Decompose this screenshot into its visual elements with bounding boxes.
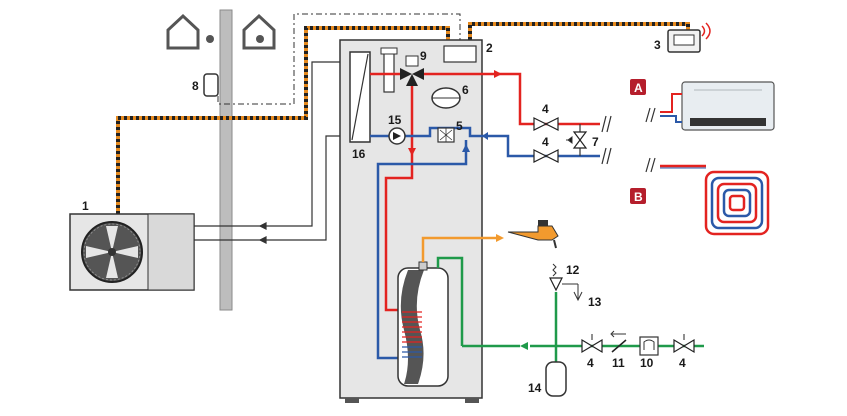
plate-heat-exchanger — [349, 51, 371, 143]
label-5: 5 — [456, 119, 463, 133]
expansion-vessel — [431, 87, 461, 109]
circulation-pump — [388, 127, 406, 145]
filter — [437, 127, 455, 143]
label-2: 2 — [486, 41, 493, 55]
fan-icon — [81, 221, 143, 283]
outdoor-unit — [69, 213, 195, 291]
bypass-valve — [566, 124, 588, 156]
outdoor-house-icon — [166, 13, 214, 50]
label-1: 1 — [82, 199, 89, 213]
label-14: 14 — [528, 381, 542, 395]
shutoff-valve-cw1 — [581, 334, 603, 354]
dhw-tank — [397, 261, 449, 387]
label-4d: 4 — [679, 356, 686, 370]
label-9: 9 — [420, 49, 427, 63]
label-15: 15 — [388, 113, 402, 127]
badge-a — [630, 79, 646, 95]
pressure-reducer — [639, 336, 659, 356]
refrigerant-lines — [194, 61, 350, 244]
three-way-valve — [400, 55, 424, 86]
fan-coil-icon — [681, 81, 775, 131]
indoor-house-icon — [242, 13, 276, 50]
label-4b: 4 — [542, 135, 549, 149]
outdoor-sensor — [203, 73, 219, 97]
wall — [219, 9, 233, 311]
badge-a-label: A — [634, 81, 643, 95]
thermostat-icon — [667, 29, 701, 53]
label-4c: 4 — [587, 356, 594, 370]
shutoff-valve-cw2 — [673, 334, 695, 354]
shutoff-valve-return — [533, 149, 559, 163]
label-8: 8 — [192, 79, 199, 93]
bus-cable — [116, 22, 690, 214]
label-7: 7 — [592, 135, 599, 149]
check-valve — [610, 330, 627, 353]
dhw-line — [421, 236, 496, 262]
label-4a: 4 — [542, 102, 549, 116]
foot-left — [345, 398, 359, 403]
label-11: 11 — [612, 356, 625, 370]
label-3: 3 — [654, 38, 661, 52]
pipe-break-marks — [601, 107, 656, 173]
badge-b-label: B — [634, 190, 643, 204]
shutoff-valve-supply — [533, 117, 559, 131]
wifi-icon — [701, 22, 711, 40]
badge-b — [630, 188, 646, 204]
underfloor-coil-icon — [660, 164, 770, 236]
label-12: 12 — [566, 263, 580, 277]
expansion-tank — [545, 361, 567, 397]
safety-valve — [549, 263, 583, 302]
label-16: 16 — [352, 147, 366, 161]
backup-heater — [383, 51, 395, 93]
label-6: 6 — [462, 83, 469, 97]
return-lines — [370, 126, 600, 360]
controller-box — [443, 45, 477, 63]
label-13: 13 — [588, 295, 602, 309]
faucet-icon — [507, 220, 559, 249]
sensor-cable — [217, 13, 461, 105]
hot-lines — [370, 72, 600, 312]
label-10: 10 — [640, 356, 654, 370]
foot-right — [465, 398, 479, 403]
